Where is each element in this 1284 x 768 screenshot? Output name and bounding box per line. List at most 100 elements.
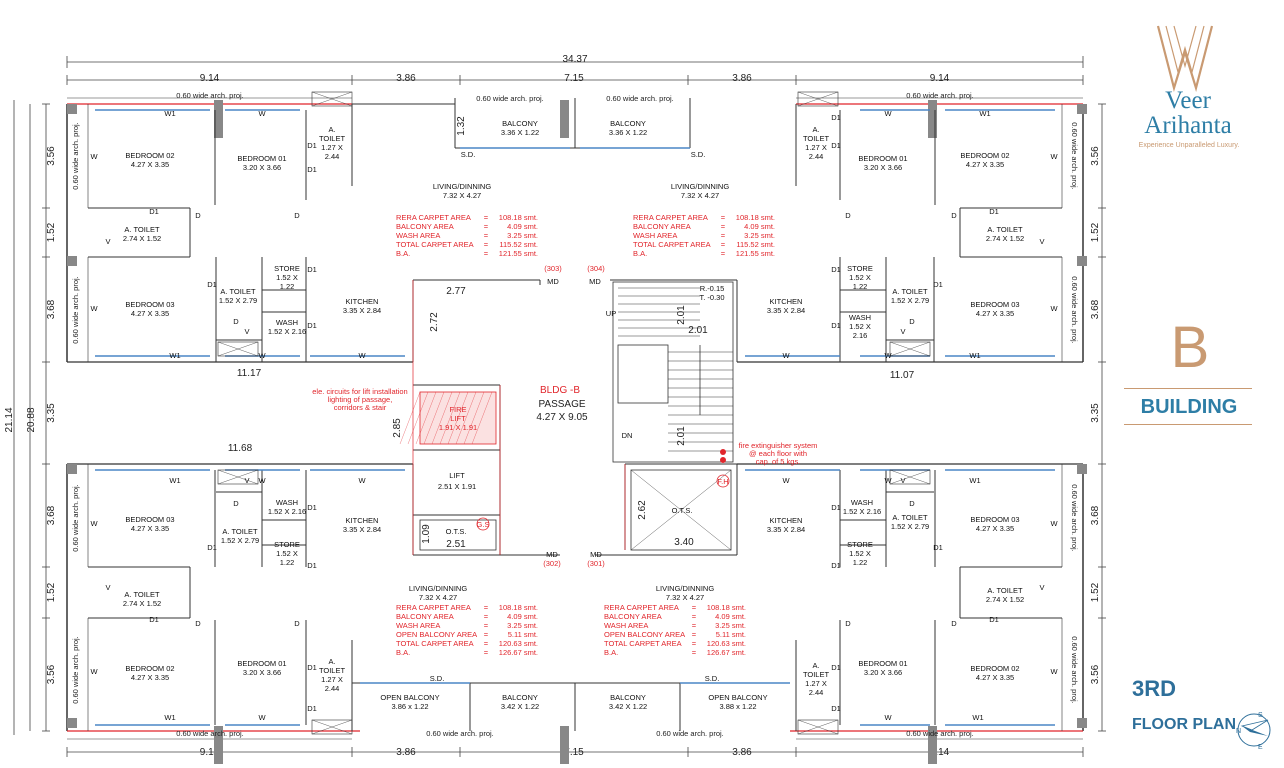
tag-w-12: W [358, 476, 366, 485]
room-bedroom01-bl-line1: BEDROOM 01 [237, 659, 286, 668]
floor-plan-label: FLOOR PLAN [1132, 716, 1236, 733]
proj-top-left: 0.60 wide arch. proj. [176, 91, 244, 100]
room-wash-tl-line1: WASH [276, 318, 298, 327]
room-living-tr-line1: LIVING/DINNING [671, 182, 730, 191]
room-open-balcony-r-line1: OPEN BALCONY [708, 693, 767, 702]
room-bedroom03-br-line2: 4.27 X 3.35 [976, 524, 1014, 533]
dim-left-outer: 21.14 [4, 407, 15, 432]
fire-lift-hatch [471, 391, 493, 445]
tag-sd-79: S.D. [705, 674, 720, 683]
dim-right-row-4: 3.35 [1090, 403, 1101, 423]
shaft [889, 469, 931, 485]
tag-d-55: D [909, 499, 915, 508]
dim-core-201a: 2.01 [676, 305, 687, 325]
room-store-br-line3: 1.22 [853, 558, 868, 567]
proj-top-mid-right: 0.60 wide arch. proj. [606, 94, 674, 103]
room-bedroom02-bl-line2: 4.27 X 3.35 [131, 673, 169, 682]
dim-left-row-3: 3.68 [46, 299, 57, 319]
room-balcony-tr-line1: BALCONY [610, 119, 646, 128]
area-table-tr-eq-4: = [721, 240, 726, 249]
room-bedroom02-tl-line2: 4.27 X 3.35 [131, 160, 169, 169]
tag-d1-31: D1 [307, 165, 317, 174]
room-atoilet-bl-line1: A. [328, 657, 335, 666]
room-bedroom01-tl-line1: BEDROOM 01 [237, 154, 286, 163]
tag-d1-28: D1 [149, 207, 159, 216]
extinguisher-icon-2 [720, 457, 726, 463]
room-atoilet-tl-line3: 1.27 X [321, 143, 343, 152]
room-atoilet-bl-line4: 2.44 [325, 684, 340, 693]
proj-left-1: 0.60 wide arch. proj. [71, 122, 80, 190]
dim-right-row-1: 3.56 [1090, 146, 1101, 166]
tag-v-70: V [900, 476, 905, 485]
area-table-br-label-2: BALCONY AREA [604, 612, 662, 621]
area-table-br-eq-4: = [692, 630, 697, 639]
dim-top-seg-4: 3.86 [732, 73, 752, 84]
tag-w1-0: W1 [164, 109, 175, 118]
tag-w-5: W [258, 351, 266, 360]
dim-core-132: 1.32 [456, 116, 467, 136]
note-ele-2: lighting of passage, [328, 395, 393, 404]
area-table-bl-eq-4: = [484, 630, 489, 639]
room-atoilet-mid-br-line2: 1.52 X 2.79 [891, 522, 929, 531]
tag-w-23: W [90, 667, 98, 676]
tag-d1-59: D1 [831, 663, 841, 672]
proj-left-3: 0.60 wide arch. proj. [71, 484, 80, 552]
room-atoilet-br-line1: A. [812, 661, 819, 670]
note-fire-3: cap. of 5 kgs. [756, 457, 801, 466]
column [1077, 718, 1087, 728]
dim-bottom-seg-5: 9.14 [930, 747, 950, 758]
fire-lift-hatch [447, 391, 469, 445]
tag-d1-51: D1 [307, 663, 317, 672]
tag-md-72: MD [547, 277, 559, 286]
proj-left-4: 0.60 wide arch. proj. [71, 636, 80, 704]
column [928, 726, 937, 764]
area-table-bl-eq-2: = [484, 612, 489, 621]
note-fire-2: @ each floor with [749, 449, 807, 458]
dim-core-277: 2.77 [446, 286, 466, 297]
dim-core-340: 3.40 [674, 537, 694, 548]
fire-lift-hatch [407, 391, 429, 445]
tag-d1-54: D1 [933, 543, 943, 552]
dim-right-row-5: 3.68 [1090, 505, 1101, 525]
room-balcony-tl-line1: BALCONY [502, 119, 538, 128]
tag-w1-2: W1 [979, 109, 990, 118]
fire-lift-line2: LIFT [450, 414, 466, 423]
room-living-tl-line2: 7.32 X 4.27 [443, 191, 481, 200]
ots-big [630, 469, 732, 551]
tag-d-30: D [294, 211, 300, 220]
stair-dn: DN [622, 431, 633, 440]
tag-d1-62: D1 [831, 141, 841, 150]
room-atoilet-side-tl-line2: 2.74 X 1.52 [123, 234, 161, 243]
shaft [217, 469, 259, 485]
tag-d-35: D [233, 317, 239, 326]
tag-w-3: W [884, 109, 892, 118]
unit-302: (302) [543, 559, 561, 568]
stair-riser: R.-0.15 [700, 284, 725, 293]
area-table-br-eq-3: = [692, 621, 697, 630]
column [67, 104, 77, 114]
tag-w-6: W [358, 351, 366, 360]
column [928, 100, 937, 138]
note-ele-3: corridors & stair [334, 403, 387, 412]
gas-icon [476, 517, 490, 531]
room-kitchen-bl-line1: KITCHEN [346, 516, 379, 525]
room-bedroom01-tr-line2: 3.20 X 3.66 [864, 163, 902, 172]
column [560, 726, 569, 764]
dim-left-row-4: 3.35 [46, 403, 57, 423]
shaft [797, 91, 839, 107]
room-living-br-line2: 7.32 X 4.27 [666, 593, 704, 602]
tag-d-38: D [845, 211, 851, 220]
room-atoilet-bl-line2: TOILET [319, 666, 346, 675]
tag-d1-36: D1 [989, 207, 999, 216]
area-table-tl-label-1: RERA CARPET AREA [396, 213, 471, 222]
room-wash-tl-line2: 1.52 X 2.16 [268, 327, 306, 336]
tag-d1-48: D1 [149, 615, 159, 624]
dim-bottom-seg-1: 9.14 [200, 747, 220, 758]
tag-w-26: W [1050, 519, 1058, 528]
lift-line1: LIFT [449, 471, 465, 480]
tag-sd-78: S.D. [430, 674, 445, 683]
tag-d1-32: D1 [207, 280, 217, 289]
note-ele-1: ele. circuits for lift installation [312, 387, 407, 396]
